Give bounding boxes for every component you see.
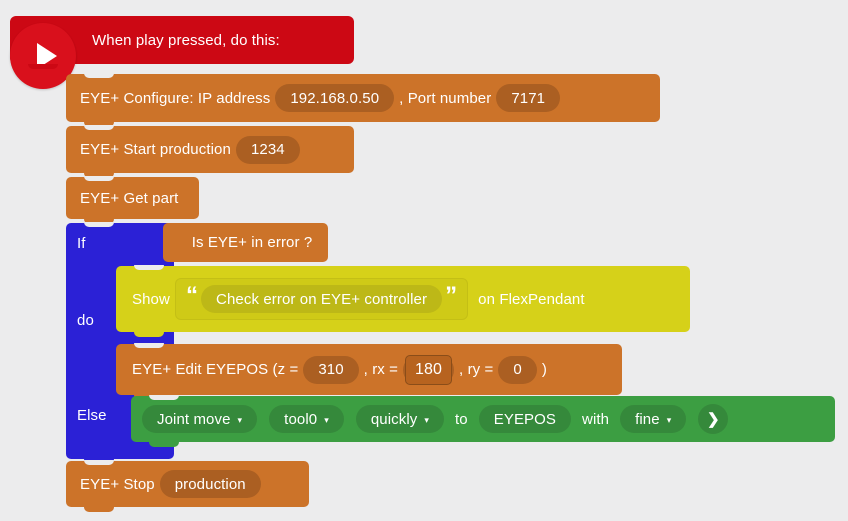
start-production-id-field[interactable]: 1234 [235,135,300,164]
chevron-down-icon: ▾ [237,414,243,425]
condition-label: Is EYE+ in error ? [191,234,313,251]
eye-start-production-block[interactable]: EYE+ Start production 1234 [66,125,354,178]
block-top-notch [149,395,179,400]
block-top-notch [134,343,164,348]
move-to-label: to [455,410,468,428]
event-when-play-pressed-block[interactable]: When play pressed, do this: [10,16,354,89]
eyepos-rx-label: , rx = [363,361,399,378]
block-top-notch [84,73,114,78]
show-target-label: on FlexPendant [478,290,585,308]
chevron-right-icon[interactable]: ❯ [698,404,729,434]
text-string-block[interactable]: “ Check error on EYE+ controller ” [174,278,469,320]
hat-bottom-tab [28,64,58,69]
chevron-down-icon: ▾ [424,414,430,425]
configure-port-field[interactable]: 7171 [496,84,561,112]
eye-configure-block[interactable]: EYE+ Configure: IP address 192.168.0.50 … [66,73,660,127]
move-target-field[interactable]: EYEPOS [478,405,572,433]
show-message-block[interactable]: Show “ Check error on EYE+ controller ” … [116,265,690,337]
start-production-label: EYE+ Start production [80,141,231,158]
open-quote-icon: “ [185,282,199,309]
chevron-down-icon: ▾ [666,414,672,425]
move-speed-dropdown[interactable]: quickly ▾ [355,405,445,433]
block-top-notch [84,460,114,465]
play-triangle-icon [10,23,76,89]
configure-prefix-label: EYE+ Configure: IP address [80,89,271,107]
move-type-dropdown[interactable]: Joint move ▾ [142,405,258,433]
move-tool-value: tool0 [284,410,318,428]
get-part-label: EYE+ Get part [80,189,179,207]
block-bottom-tab [84,173,114,178]
eyepos-prefix-label: EYE+ Edit EYEPOS (z = [132,361,299,378]
move-speed-value: quickly [370,410,418,428]
close-quote-icon: ” [445,282,458,309]
stop-production-label: EYE+ Stop [80,475,155,493]
eyepos-ry-label: , ry = [459,361,494,378]
configure-port-label: , Port number [399,89,492,107]
eye-is-in-error-condition-block[interactable]: Is EYE+ in error ? [163,223,328,262]
move-with-label: with [582,410,610,428]
block-bottom-tab [149,442,179,447]
eye-stop-production-block[interactable]: EYE+ Stop production [66,460,309,512]
configure-ip-field[interactable]: 192.168.0.50 [275,84,395,112]
robot-move-block[interactable]: Joint move ▾ tool0 ▾ quickly ▾ to EYEPOS… [131,395,835,447]
eyepos-ry-field[interactable]: 0 [498,355,537,384]
else-keyword-label: Else [77,407,107,424]
hat-label: When play pressed, do this: [92,31,280,49]
chevron-down-icon: ▾ [324,414,329,425]
block-bottom-tab [84,219,114,224]
eyepos-suffix-label: ) [541,361,547,378]
block-bottom-tab [84,122,114,127]
eyepos-z-field[interactable]: 310 [303,355,359,384]
move-type-value: Joint move [157,410,231,428]
block-top-notch [84,222,114,227]
block-top-notch [84,125,114,130]
do-keyword-label: do [77,312,94,329]
block-top-notch [84,176,114,181]
eyepos-rx-field-wrapper[interactable]: 180 [403,354,455,385]
eye-edit-eyepos-block[interactable]: EYE+ Edit EYEPOS (z = 310 , rx = 180 , r… [116,343,622,400]
if-keyword-label: If [77,235,86,252]
eyepos-rx-field[interactable]: 180 [405,354,453,385]
block-bottom-tab [134,332,164,337]
block-top-notch [134,265,164,270]
show-message-field[interactable]: Check error on EYE+ controller [201,285,443,313]
eye-get-part-block[interactable]: EYE+ Get part [66,176,199,224]
block-bottom-tab [84,507,114,512]
move-zone-dropdown[interactable]: fine ▾ [620,405,687,433]
show-label: Show [132,290,170,308]
stop-production-field[interactable]: production [159,470,261,498]
move-tool-dropdown[interactable]: tool0 ▾ [269,405,344,433]
move-zone-value: fine [635,410,660,428]
